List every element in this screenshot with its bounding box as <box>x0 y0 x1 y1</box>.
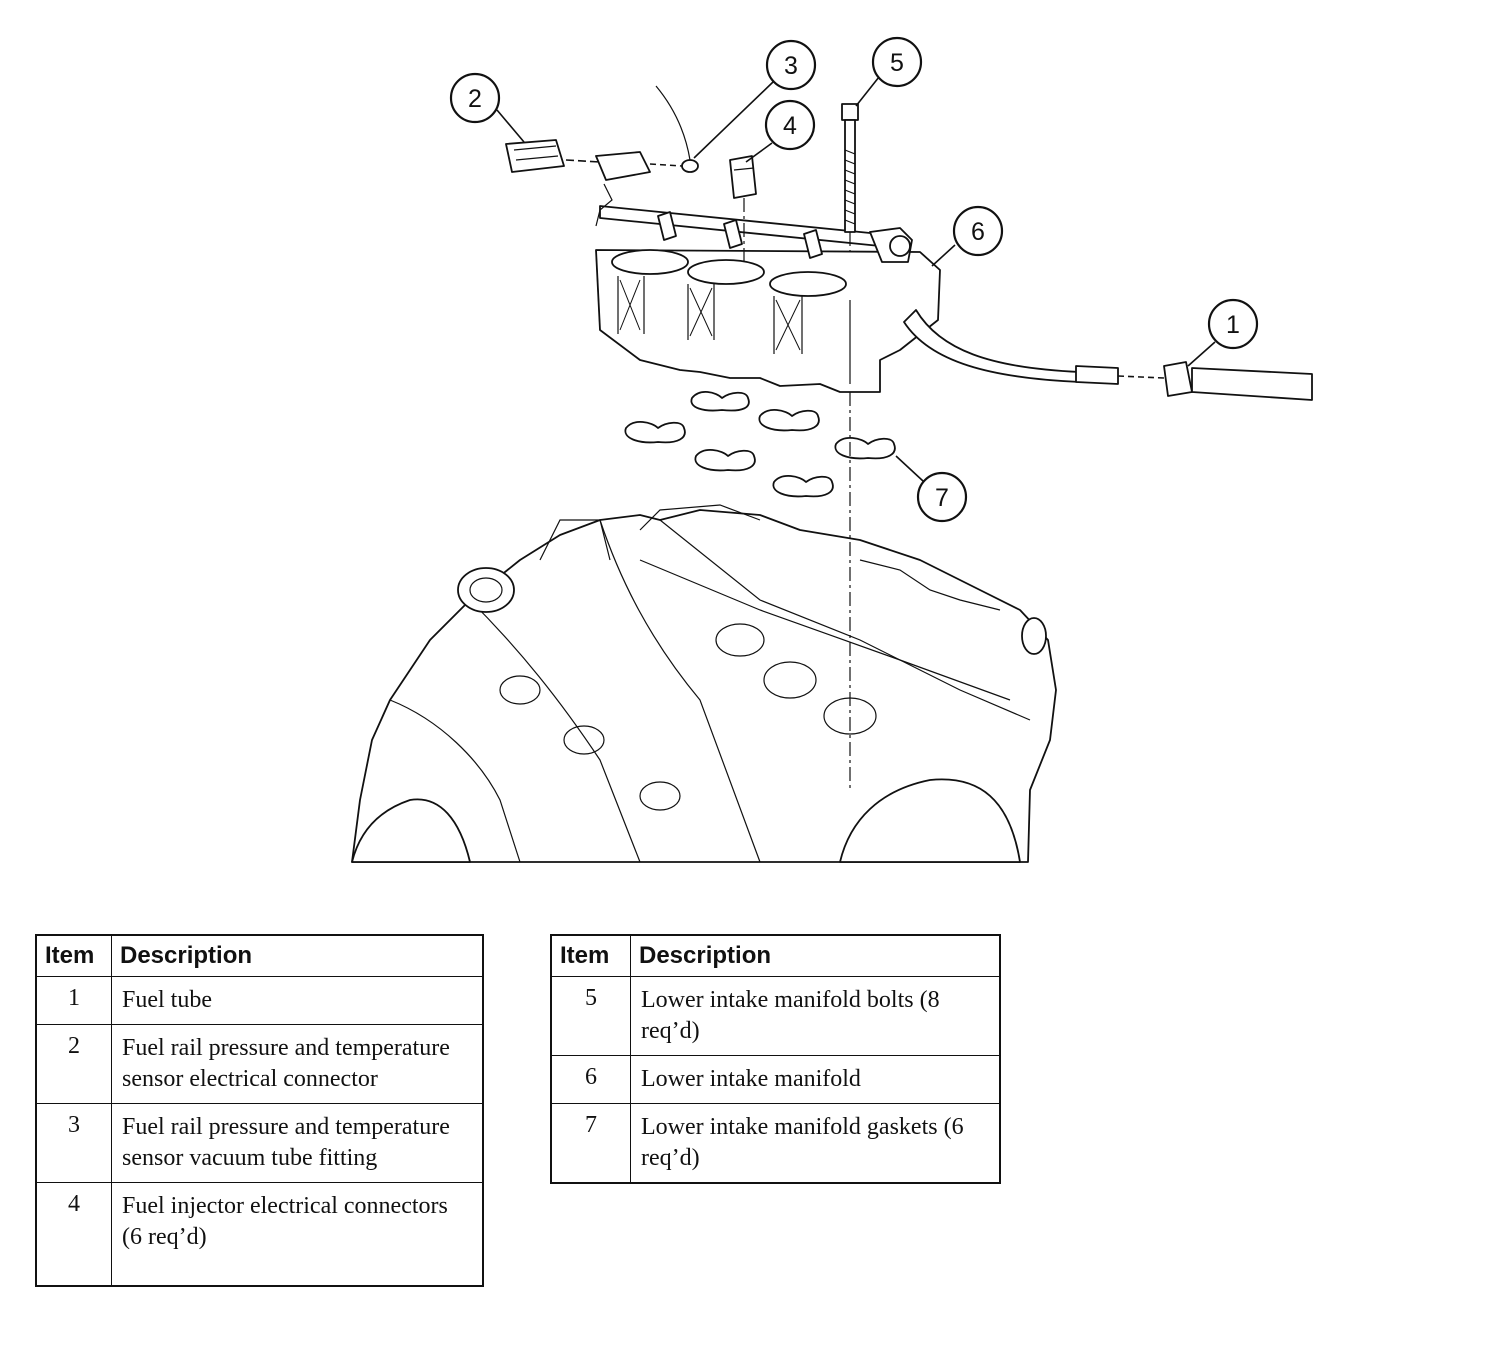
table-row: 6 Lower intake manifold <box>550 1055 1001 1104</box>
callout-3: 3 <box>765 39 817 91</box>
description-column-header: Description <box>630 934 1001 977</box>
item-number: 6 <box>550 1055 631 1104</box>
item-number: 7 <box>550 1103 631 1184</box>
item-description: Fuel injector electrical connectors (6 r… <box>111 1182 484 1287</box>
table-row: 5 Lower intake manifold bolts (8 req’d) <box>550 976 1001 1056</box>
leader-lines <box>496 76 1216 482</box>
item-column-header: Item <box>550 934 631 977</box>
table-row: 1 Fuel tube <box>35 976 484 1025</box>
item-description: Fuel rail pressure and temperature senso… <box>111 1103 484 1183</box>
item-column-header: Item <box>35 934 112 977</box>
pressure-sensor-connector <box>505 139 651 227</box>
description-column-header: Description <box>111 934 484 977</box>
callout-6-number: 6 <box>971 218 985 246</box>
table-row: 7 Lower intake manifold gaskets (6 req’d… <box>550 1103 1001 1184</box>
lower-intake-manifold <box>595 205 1081 393</box>
item-number: 4 <box>35 1182 112 1287</box>
callout-7-number: 7 <box>935 484 949 512</box>
legend-table-right: Item Description 5 Lower intake manifold… <box>550 934 1001 1184</box>
callout-1-number: 1 <box>1226 311 1240 339</box>
exploded-view-diagram: 1 2 3 4 5 6 7 <box>351 36 1313 863</box>
callout-4-number: 4 <box>783 112 797 140</box>
callout-3-number: 3 <box>784 52 798 80</box>
engine-assembly <box>351 504 1057 863</box>
callout-7: 7 <box>916 471 968 523</box>
item-description: Fuel rail pressure and temperature senso… <box>111 1024 484 1104</box>
injector-connector <box>729 155 757 264</box>
manifold-bolt <box>841 103 859 790</box>
callout-1: 1 <box>1207 298 1259 350</box>
item-description: Lower intake manifold gaskets (6 req’d) <box>630 1103 1001 1184</box>
item-number: 3 <box>35 1103 112 1183</box>
table-row: 4 Fuel injector electrical connectors (6… <box>35 1182 484 1287</box>
callout-5-number: 5 <box>890 49 904 77</box>
item-number: 2 <box>35 1024 112 1104</box>
legend-header-row: Item Description <box>550 934 1001 977</box>
item-description: Fuel tube <box>111 976 484 1025</box>
callout-6: 6 <box>952 205 1004 257</box>
callout-2-number: 2 <box>468 85 482 113</box>
legend-table-left: Item Description 1 Fuel tube 2 Fuel rail… <box>35 934 484 1287</box>
table-row: 3 Fuel rail pressure and temperature sen… <box>35 1103 484 1183</box>
callout-2: 2 <box>449 72 501 124</box>
item-number: 5 <box>550 976 631 1056</box>
item-description: Lower intake manifold <box>630 1055 1001 1104</box>
item-number: 1 <box>35 976 112 1025</box>
legend-header-row: Item Description <box>35 934 484 977</box>
vacuum-tube-fitting <box>649 85 699 173</box>
table-row: 2 Fuel rail pressure and temperature sen… <box>35 1024 484 1104</box>
callout-4: 4 <box>764 99 816 151</box>
fuel-tube <box>1075 361 1313 401</box>
callout-5: 5 <box>871 36 923 88</box>
item-description: Lower intake manifold bolts (8 req’d) <box>630 976 1001 1056</box>
lower-intake-manifold-gaskets <box>624 391 896 498</box>
